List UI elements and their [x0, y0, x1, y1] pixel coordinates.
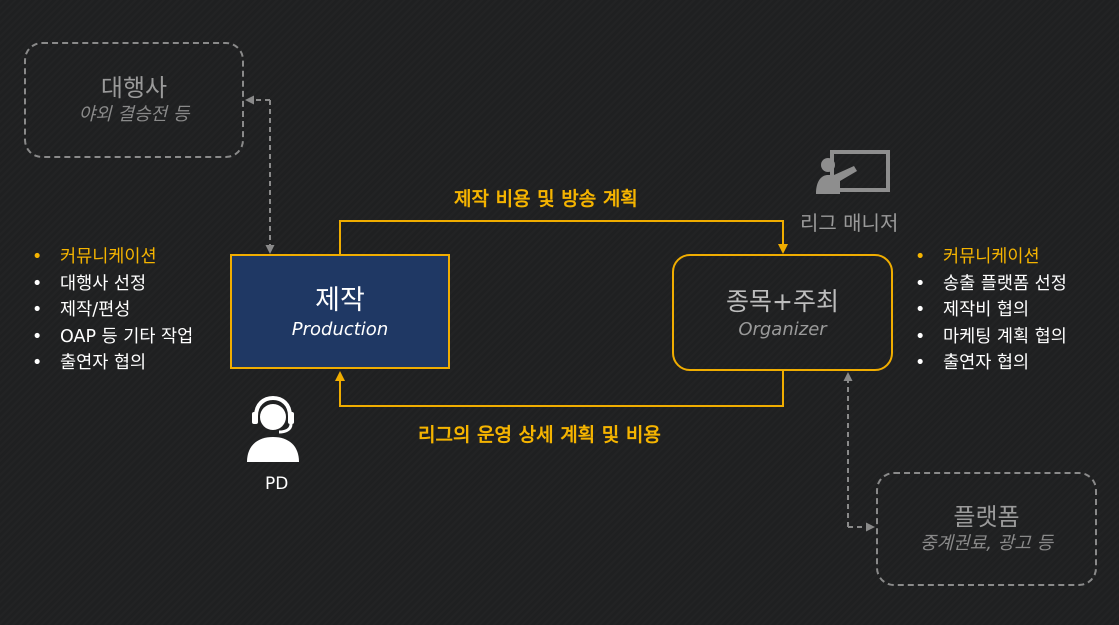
flow-label-top: 제작 비용 및 방송 계획	[454, 188, 638, 210]
production-subtitle: Production	[291, 318, 389, 340]
production-title: 제작	[315, 284, 365, 316]
platform-title: 플랫폼	[953, 503, 1020, 531]
headset-user-icon	[243, 394, 303, 464]
list-item: OAP 등 기타 작업	[32, 324, 193, 351]
list-item: 대행사 선정	[32, 271, 193, 298]
list-item: 마케팅 계획 협의	[915, 324, 1067, 351]
agency-subtitle: 야외 결승전 등	[78, 104, 190, 125]
left-role-list: 커뮤니케이션 대행사 선정 제작/편성 OAP 등 기타 작업 출연자 협의	[32, 244, 193, 377]
organizer-box: 종목+주최 Organizer	[672, 254, 893, 371]
right-role-list: 커뮤니케이션 송출 플랫폼 선정 제작비 협의 마케팅 계획 협의 출연자 협의	[915, 244, 1067, 377]
list-item: 출연자 협의	[915, 350, 1067, 377]
flow-arrow-bottom	[335, 371, 784, 407]
presentation-icon	[810, 150, 892, 202]
list-item: 제작비 협의	[915, 297, 1067, 324]
agency-box: 대행사 야외 결승전 등	[24, 42, 244, 158]
flow-label-bottom: 리그의 운영 상세 계획 및 비용	[418, 424, 661, 446]
list-item: 제작/편성	[32, 297, 193, 324]
list-item: 송출 플랫폼 선정	[915, 271, 1067, 298]
league-manager-label: 리그 매니저	[800, 211, 899, 235]
organizer-subtitle: Organizer	[738, 318, 827, 340]
platform-subtitle: 중계권료, 광고 등	[919, 533, 1054, 554]
flow-arrow-top	[339, 220, 788, 254]
list-item: 출연자 협의	[32, 350, 193, 377]
production-box: 제작 Production	[230, 254, 450, 369]
platform-box: 플랫폼 중계권료, 광고 등	[876, 472, 1097, 586]
list-item: 커뮤니케이션	[32, 244, 193, 271]
list-item: 커뮤니케이션	[915, 244, 1067, 271]
pd-label: PD	[265, 474, 289, 494]
organizer-title: 종목+주최	[726, 286, 839, 316]
agency-title: 대행사	[100, 74, 168, 102]
